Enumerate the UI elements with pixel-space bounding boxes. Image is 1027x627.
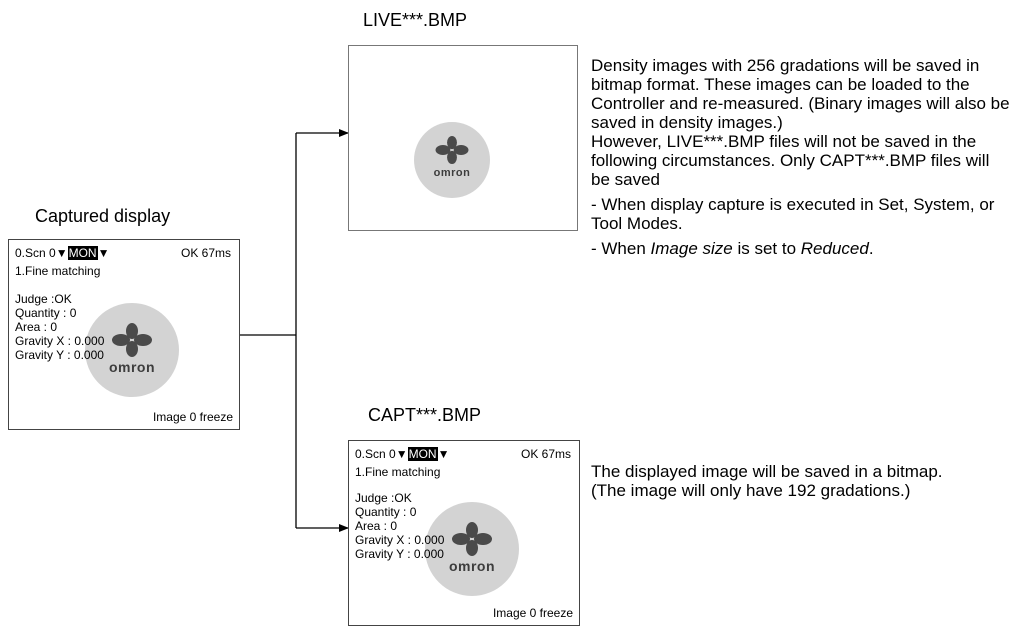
dropdown-arrow-icon: ▼	[395, 447, 408, 461]
omron-logo-circle: omron	[425, 502, 519, 596]
dropdown-arrow-icon: ▼	[97, 246, 110, 260]
gravity-y-row: Gravity Y : 0.000	[15, 348, 104, 362]
captured-display-caption: Captured display	[35, 206, 171, 226]
live-desc-main: Density images with 256 gradations will …	[591, 56, 1010, 132]
gravity-x-row: Gravity X : 0.000	[355, 533, 445, 547]
omron-logo-text: omron	[433, 167, 471, 179]
capt-desc-line-1: The displayed image will be saved in a b…	[591, 462, 943, 481]
omron-mark-icon	[452, 522, 492, 556]
area-row: Area : 0	[355, 519, 398, 533]
omron-mark-icon	[112, 323, 152, 357]
dropdown-arrow-icon: ▼	[437, 447, 450, 461]
mode-badge: MON	[407, 447, 438, 461]
omron-logo-text: omron	[448, 558, 496, 574]
gravity-y-row: Gravity Y : 0.000	[355, 547, 444, 561]
item-name: 1.Fine matching	[355, 465, 441, 479]
gravity-x-row: Gravity X : 0.000	[15, 334, 105, 348]
item-name: 1.Fine matching	[15, 264, 101, 278]
area-row: Area : 0	[15, 320, 58, 334]
screen-footer: Image 0 freeze	[492, 606, 573, 620]
screen-header: 0.Scn 0▼MON▼	[355, 447, 450, 461]
omron-logo-circle: omron	[85, 303, 179, 397]
judge-row: Judge :OK	[15, 292, 72, 306]
omron-mark-icon	[435, 136, 469, 164]
live-bmp-description: Density images with 256 gradations will …	[591, 56, 1011, 258]
capt-bmp-description: The displayed image will be saved in a b…	[591, 462, 1011, 500]
captured-display-screen: 0.Scn 0▼MON▼ OK 67ms 1.Fine matching omr…	[8, 239, 240, 430]
live-desc-bullet-1: - When display capture is executed in Se…	[591, 195, 995, 233]
live-desc-bullet-2: - When Image size is set to Reduced.	[591, 239, 874, 258]
quantity-row: Quantity : 0	[355, 505, 417, 519]
omron-logo-circle: omron	[414, 122, 490, 198]
dropdown-arrow-icon: ▼	[55, 246, 68, 260]
live-bmp-frame: omron	[348, 45, 578, 231]
mode-badge: MON	[67, 246, 98, 260]
capt-bmp-screen: 0.Scn 0▼MON▼ OK 67ms 1.Fine matching omr…	[348, 440, 580, 626]
omron-logo-text: omron	[108, 359, 156, 375]
live-desc-however: However, LIVE***.BMP files will not be s…	[591, 132, 990, 189]
judgement-status: OK 67ms	[520, 447, 571, 461]
judgement-status: OK 67ms	[180, 246, 231, 260]
judge-row: Judge :OK	[355, 491, 412, 505]
capt-desc-line-2: (The image will only have 192 gradations…	[591, 481, 911, 500]
quantity-row: Quantity : 0	[15, 306, 77, 320]
screen-footer: Image 0 freeze	[152, 410, 233, 424]
screen-header: 0.Scn 0▼MON▼	[15, 246, 110, 260]
live-bmp-caption: LIVE***.BMP	[363, 10, 468, 30]
capt-bmp-caption: CAPT***.BMP	[368, 405, 482, 425]
